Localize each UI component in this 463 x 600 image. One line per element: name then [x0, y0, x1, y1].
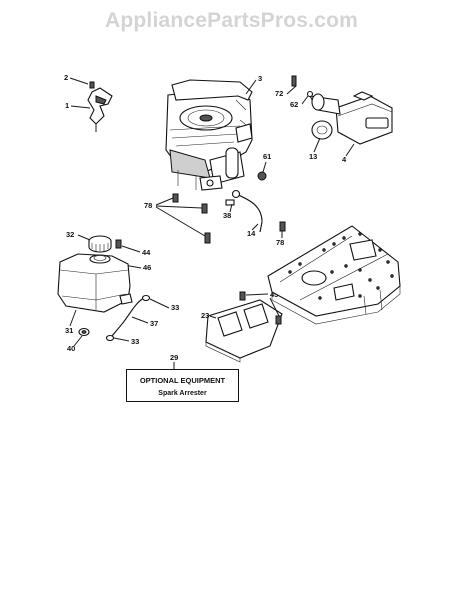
fuel-cap	[88, 235, 112, 253]
chassis-frame	[267, 225, 401, 325]
callout-29: 29	[170, 353, 178, 362]
callout-2: 2	[64, 73, 68, 82]
fuel-line	[225, 189, 263, 233]
tank-fuel-line	[111, 297, 145, 337]
callout-44: 44	[142, 248, 151, 257]
callout-45: 45	[270, 290, 278, 299]
nut-40	[78, 327, 90, 337]
callout-1: 1	[65, 101, 69, 110]
fuel-tank	[57, 253, 133, 313]
callout-78-right: 78	[276, 238, 284, 247]
callout-13: 13	[309, 152, 317, 161]
callout-32: 32	[66, 230, 74, 239]
callout-78: 78	[144, 201, 152, 210]
hose-clamp-33	[105, 294, 151, 342]
throttle-bracket	[87, 81, 113, 132]
screw-44	[115, 239, 122, 249]
muffler	[308, 91, 393, 145]
callout-72: 72	[275, 89, 283, 98]
callout-33-lower: 33	[131, 337, 139, 346]
callout-3: 3	[258, 74, 262, 83]
engine	[165, 79, 253, 191]
callout-40: 40	[67, 344, 75, 353]
nut-61	[257, 171, 267, 181]
callout-23: 23	[201, 311, 209, 320]
callout-62: 62	[290, 100, 298, 109]
spark-arrester-label: Spark Arrester	[158, 390, 207, 397]
callout-37: 37	[150, 319, 158, 328]
optional-equipment-title: OPTIONAL EQUIPMENT	[139, 376, 226, 385]
callout-31: 31	[65, 326, 73, 335]
exhaust-gasket	[311, 120, 333, 140]
callout-46: 46	[143, 263, 151, 272]
callout-33: 33	[171, 303, 179, 312]
watermark: AppliancePartsPros.com	[105, 9, 358, 32]
heat-shield	[205, 299, 283, 363]
optional-equipment-box: OPTIONAL EQUIPMENT Spark Arrester	[126, 369, 239, 402]
callout-61: 61	[263, 152, 271, 161]
callout-4: 4	[342, 155, 347, 164]
callout-14: 14	[247, 229, 256, 238]
callout-38: 38	[223, 211, 231, 220]
